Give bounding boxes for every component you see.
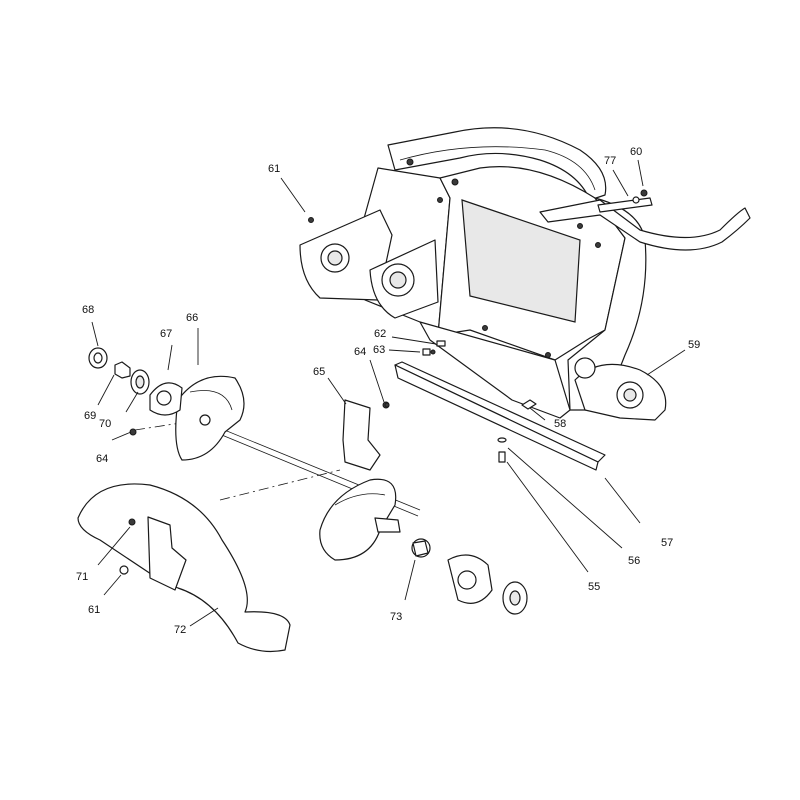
callout-73: 73 (390, 611, 402, 623)
callout-70: 70 (99, 418, 111, 430)
callout-69: 69 (84, 410, 96, 422)
callout-64-left: 64 (96, 453, 108, 465)
callout-64-right: 64 (354, 346, 366, 358)
scraper-bar (394, 361, 606, 471)
callout-71: 71 (76, 571, 88, 583)
callout-59: 59 (688, 339, 700, 351)
impeller-72 (77, 483, 291, 653)
callout-77: 77 (604, 155, 616, 167)
right-bearing-plate (574, 357, 667, 421)
bushing-73 (411, 538, 431, 558)
callout-68: 68 (82, 304, 94, 316)
bracket-65 (342, 399, 390, 471)
callout-55: 55 (588, 581, 600, 593)
callout-58: 58 (554, 418, 566, 430)
callout-57: 57 (661, 537, 673, 549)
callout-65: 65 (313, 366, 325, 378)
auger-left (175, 375, 245, 461)
callout-61-bottom: 61 (88, 604, 100, 616)
callout-56: 56 (628, 555, 640, 567)
callout-63: 63 (373, 344, 385, 356)
callout-72: 72 (174, 624, 186, 636)
bearing-stack-right (447, 554, 528, 615)
leader-lines (91, 159, 686, 627)
callout-labels: 61 77 60 59 62 63 64 65 58 57 56 55 68 6… (76, 146, 700, 636)
auger-right (319, 478, 401, 561)
callout-67: 67 (160, 328, 172, 340)
callout-62: 62 (374, 328, 386, 340)
callout-60: 60 (630, 146, 642, 158)
bearing-stack-left (88, 347, 183, 436)
callout-66: 66 (186, 312, 198, 324)
callout-61-top: 61 (268, 163, 280, 175)
handle-bracket (539, 189, 751, 251)
